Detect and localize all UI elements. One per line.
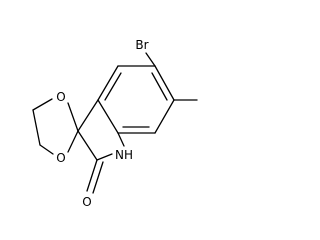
bond-c7a-c3a	[97, 99, 119, 134]
nitrogen-label: NH	[115, 148, 133, 162]
bond-ch2-o-bottom	[39, 144, 54, 155]
bond-c5-c6	[154, 65, 175, 101]
bond-c5-c6-inner	[151, 72, 168, 101]
bond-o-top-ch2	[32, 98, 53, 111]
lactam-ring	[77, 99, 125, 194]
bond-c5-br	[145, 52, 156, 67]
bond-c3-o-top	[67, 102, 79, 132]
bond-c3-o-bottom	[67, 130, 79, 153]
bond-c2-n1	[96, 153, 113, 161]
bond-ch2-ch2	[32, 109, 41, 146]
bond-c3a-c4	[97, 65, 119, 101]
ring-oxygen-top-label: O	[56, 90, 65, 104]
dioxolane-ring	[32, 98, 79, 155]
carbonyl-oxygen-label: O	[82, 195, 91, 209]
bond-c3a-c3	[77, 99, 99, 132]
bond-n1-c7a	[117, 132, 125, 147]
bond-c6-c7	[154, 99, 175, 134]
bond-c3-c2	[77, 130, 98, 161]
molecule-structure: Br O O NH O	[32, 38, 198, 209]
benzene-ring	[97, 65, 175, 134]
bond-c2-o-carbonyl-second	[92, 161, 104, 194]
ring-oxygen-bottom-label: O	[56, 151, 65, 165]
bromine-label: Br	[135, 38, 148, 52]
bond-c2-o-carbonyl	[86, 159, 98, 192]
bond-c3a-c4-inner	[104, 72, 122, 101]
